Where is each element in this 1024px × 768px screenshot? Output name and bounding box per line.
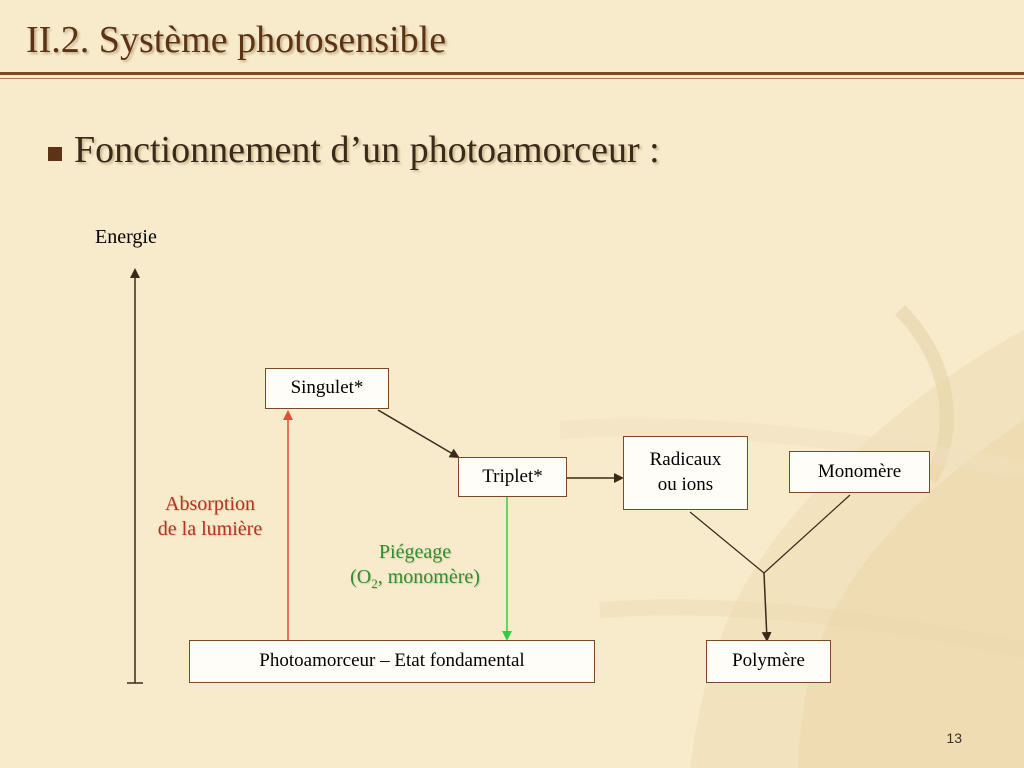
node-triplet: Triplet* bbox=[458, 457, 567, 497]
title-underline bbox=[0, 72, 1024, 75]
absorption-label: Absorption de la lumière bbox=[138, 492, 282, 542]
piegeage-prefix: (O bbox=[350, 566, 372, 588]
singulet-to-triplet-arrow bbox=[377, 409, 460, 459]
piegeage-suffix: , monomère) bbox=[377, 566, 480, 588]
node-polymere: Polymère bbox=[706, 640, 831, 683]
piegeage-subscript: 2 bbox=[371, 576, 378, 591]
monomere-to-junction-line bbox=[763, 494, 851, 574]
bullet-text: Fonctionnement d’un photoamorceur : bbox=[74, 129, 660, 171]
page-number: 13 bbox=[946, 730, 962, 746]
node-radicaux-line1: Radicaux bbox=[649, 449, 722, 471]
energy-axis-label: Energie bbox=[95, 226, 157, 248]
absorption-label-line1: Absorption bbox=[165, 493, 255, 515]
square-bullet-icon bbox=[48, 147, 62, 162]
slide-title: II.2. Système photosensible bbox=[26, 19, 447, 61]
node-radicaux-line2: ou ions bbox=[657, 474, 714, 495]
absorption-label-line2: de la lumière bbox=[157, 518, 263, 540]
piegeage-label-line1: Piégeage bbox=[378, 541, 452, 563]
junction-to-polymere-arrow bbox=[761, 572, 772, 642]
title-underline-thin bbox=[0, 78, 1024, 79]
piegeage-label-line2: (O2, monomère) bbox=[320, 565, 510, 592]
node-fondamental: Photoamorceur – Etat fondamental bbox=[189, 640, 595, 683]
bullet-point: Fonctionnement d’un photoamorceur : bbox=[48, 128, 660, 172]
radicaux-to-junction-line bbox=[689, 511, 765, 574]
node-monomere: Monomère bbox=[789, 451, 930, 493]
node-radicaux: Radicaux ou ions bbox=[623, 436, 748, 510]
node-singulet: Singulet* bbox=[265, 368, 389, 409]
piegeage-label: Piégeage (O2, monomère) bbox=[320, 540, 510, 592]
